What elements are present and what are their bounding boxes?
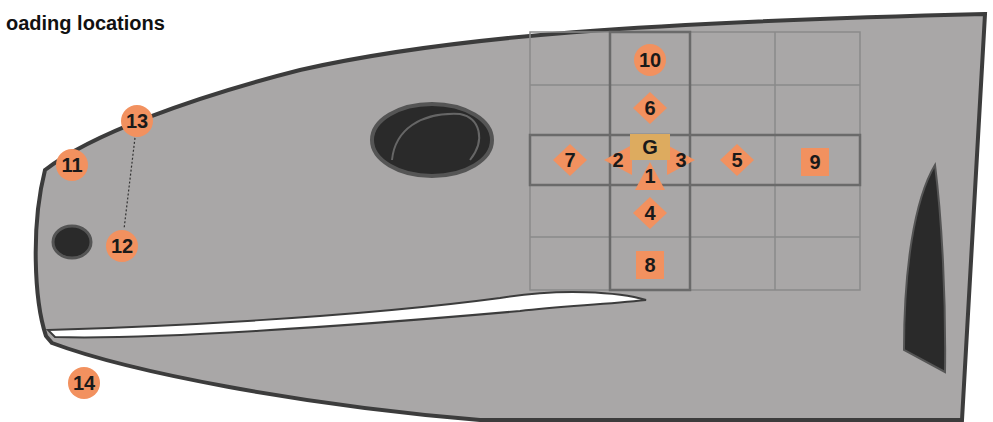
dotted-leader [124,138,135,229]
callout-number: 8 [644,255,655,275]
grid-line [530,84,860,86]
callout-number: 11 [61,155,82,175]
callout-number: 13 [126,111,148,131]
marker-shape [633,92,667,124]
callout-number: G [642,137,658,157]
loading-marker: 9 [801,148,829,176]
loading-marker: 1 [635,162,665,190]
callout-number: 7 [564,150,575,170]
cross-column [610,32,690,290]
marker-shape [553,144,587,176]
loading-marker: 4 [633,197,667,229]
callout-number: 3 [675,150,686,170]
nostril [53,226,91,258]
eye [372,104,492,176]
callout-number: 2 [612,150,623,170]
callout-number: 1 [644,166,655,186]
loading-marker: 3 [667,145,695,175]
marker-shape [604,145,632,175]
marker-shape [633,197,667,229]
mouth-gap [48,292,646,337]
cross-row [530,135,860,185]
figure-title: oading locations [6,12,165,35]
grid-line [774,32,776,290]
grid-line [530,236,860,238]
loading-marker: 13 [121,105,153,137]
ear-opening [904,165,945,372]
loading-marker: 12 [106,230,138,262]
loading-marker: 10 [634,44,666,76]
callout-number: 6 [644,98,655,118]
callout-number: 5 [731,150,742,170]
eye-detail [392,114,479,160]
marker-shape [635,162,665,190]
marker-shape [720,144,754,176]
callout-number: 14 [73,373,95,393]
head-outline [36,14,985,420]
marker-shape [667,145,695,175]
callout-number: 10 [639,50,661,70]
loading-marker: 11 [56,149,88,181]
callout-number: 4 [644,203,655,223]
callout-number: 9 [809,152,820,172]
gauge-marker: G [630,134,670,160]
loading-marker: 2 [604,145,632,175]
callout-number: 12 [111,236,133,256]
loading-marker: 14 [68,367,100,399]
loading-marker: 5 [720,144,754,176]
loading-grid [530,32,860,290]
loading-marker: 8 [636,251,664,279]
loading-cross [530,32,860,290]
loading-marker: 7 [553,144,587,176]
loading-marker: 6 [633,92,667,124]
grid-frame [530,32,860,290]
